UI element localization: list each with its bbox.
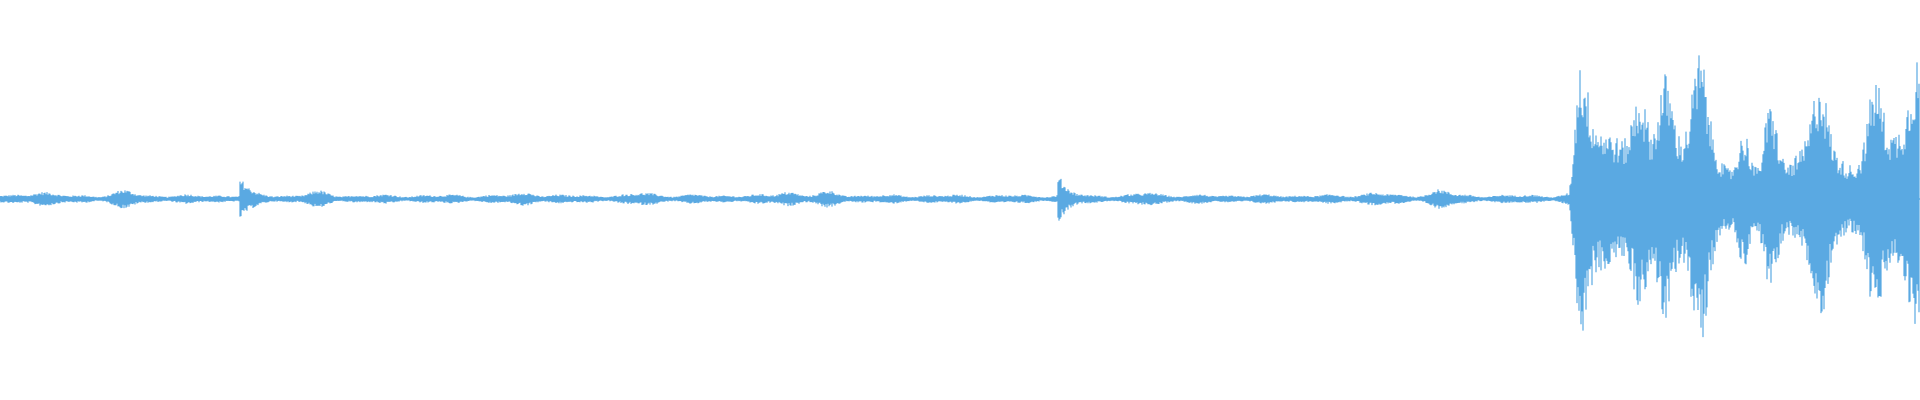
waveform-samples — [0, 55, 1920, 338]
waveform-path — [0, 55, 1920, 338]
